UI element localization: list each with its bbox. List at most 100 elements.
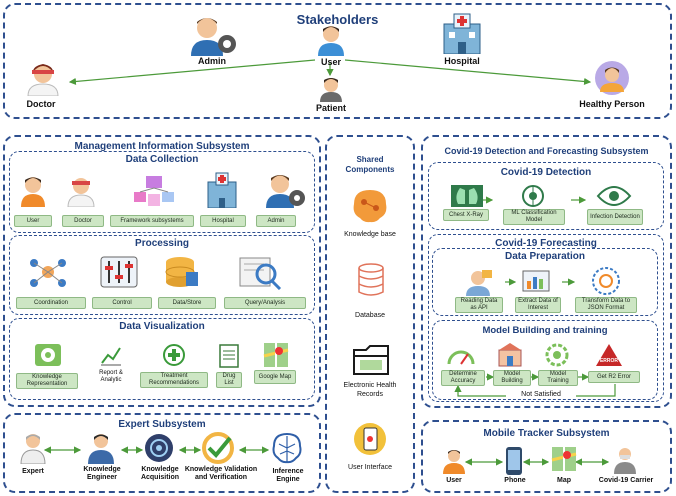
user-icon [443, 450, 465, 474]
reading-data-pill: Reading Data as API [455, 297, 503, 313]
framework-subsystems-icon [134, 176, 174, 206]
covid-carrier-icon [614, 448, 636, 474]
treatment-recommendations-icon [163, 344, 185, 366]
control-pill: Control [92, 297, 152, 309]
user-interface-label: User Interface [348, 464, 392, 471]
knowledge-representation-icon [35, 344, 61, 366]
ml-classification-icon [522, 185, 544, 207]
inference-engine-icon [272, 432, 302, 464]
google-map-pill: Google Map [254, 370, 296, 384]
extract-data-icon [522, 270, 550, 292]
google-map-icon [263, 343, 289, 367]
expert-label: Expert [22, 468, 44, 475]
r2-error-icon: ERROR [596, 344, 622, 366]
user-interface-icon [354, 423, 386, 455]
admin-icon [266, 175, 305, 208]
inference-engine-label: Inference Engine [272, 468, 304, 483]
data-store-icon [165, 257, 198, 287]
treatment-recommendations-pill: Treatment Recommendations [140, 372, 208, 388]
hospital-label: Hospital [444, 56, 480, 66]
electronic-health-records-label: Electronic Health Records [343, 382, 397, 398]
stakeholders-title: Stakeholders [296, 12, 379, 27]
report-analytic-label: Report & Analytic [99, 370, 123, 383]
not-satisfied-label: Not Satisfied [506, 391, 576, 398]
coordination-pill: Coordination [16, 297, 86, 309]
user-icon [21, 177, 45, 207]
model-training-icon [545, 343, 569, 367]
infection-detection-icon [596, 186, 632, 206]
reading-data-api-icon [466, 270, 492, 296]
report-analytic-icon [101, 347, 121, 366]
data-preparation-panel: Data Preparation [432, 248, 658, 316]
database-icon [358, 263, 384, 296]
extract-data-pill: Extract Data of Interest [515, 297, 561, 313]
dc-user-pill: User [14, 215, 52, 227]
knowledge-acquisition-icon [145, 434, 173, 462]
knowledge-representation-pill: Knowledge Representation [16, 373, 78, 389]
chest-xray-icon [451, 185, 483, 207]
doctor-label: Doctor [26, 99, 56, 109]
dc-framework-pill: Framework subsystems [110, 215, 194, 227]
covid-detection-title: Covid-19 Detection [500, 167, 592, 178]
mis-panel: Management Information Subsystem [3, 135, 321, 407]
transform-json-icon [592, 267, 620, 295]
dc-admin-pill: Admin [256, 215, 296, 227]
expert-panel: Expert Subsystem [3, 413, 321, 493]
doctor-icon [27, 64, 59, 96]
phone-icon [506, 447, 522, 475]
patient-label: Patient [315, 103, 346, 113]
knowledge-base-label: Knowledge base [344, 231, 396, 238]
model-building-icon [498, 343, 522, 367]
processing-panel: Processing [9, 235, 315, 315]
mobile-tracker-title: Mobile Tracker Subsystem [483, 428, 610, 439]
model-building-panel: Model Building and training [432, 320, 658, 400]
stakeholders-panel: Stakeholders [3, 3, 672, 119]
expert-icon [20, 434, 46, 464]
query-analysis-pill: Query/Analysis [224, 297, 306, 309]
drug-list-pill: Drug List [216, 372, 242, 388]
mobile-phone-label: Phone [504, 477, 526, 484]
determine-accuracy-pill: Determine Accuracy [441, 370, 485, 386]
healthy-person-icon [595, 61, 629, 95]
knowledge-validation-icon [202, 432, 234, 464]
covid-forecasting-panel: Covid-19 Forecasting [428, 234, 664, 402]
hospital-icon [207, 172, 237, 208]
mobile-user-label: User [446, 477, 462, 484]
data-visualization-title: Data Visualization [119, 321, 205, 332]
coordination-icon [30, 259, 66, 287]
mobile-map-label: Map [557, 477, 571, 484]
covid-forecasting-title: Covid-19 Forecasting [495, 238, 597, 249]
drug-list-icon [219, 344, 239, 368]
model-building-pill: Model Building [493, 370, 531, 386]
infection-detection-pill: Infection Detection [587, 209, 643, 225]
svg-text:ERROR: ERROR [600, 358, 618, 364]
model-building-title: Model Building and training [482, 325, 608, 336]
chest-xray-pill: Chest X-Ray [443, 209, 489, 221]
mis-title: Management Information Subsystem [74, 141, 250, 152]
covid-detection-panel: Covid-19 Detection [428, 162, 664, 230]
admin-icon [191, 18, 236, 56]
transform-json-pill: Transform Data to JSON Format [575, 297, 637, 313]
expert-title: Expert Subsystem [118, 419, 206, 430]
data-visualization-panel: Data Visualization [9, 318, 315, 400]
dc-doctor-pill: Doctor [62, 215, 104, 227]
hospital-icon [443, 13, 481, 54]
covid-subsystem-title: Covid-19 Detection and Forecasting Subsy… [444, 146, 649, 156]
processing-title: Processing [135, 238, 189, 249]
knowledge-acquisition-label: Knowledge Acquisition [140, 466, 180, 481]
knowledge-base-icon [353, 190, 387, 223]
user-icon [318, 26, 344, 56]
patient-icon [320, 78, 342, 102]
covid-carrier-label: Covid-19 Carrier [598, 477, 654, 484]
admin-label: Admin [198, 56, 226, 66]
data-collection-title: Data Collection [125, 154, 199, 165]
dc-hospital-pill: Hospital [200, 215, 246, 227]
determine-accuracy-icon [447, 350, 475, 365]
knowledge-engineer-label: Knowledge Engineer [83, 466, 121, 481]
user-label: User [320, 57, 341, 67]
data-preparation-title: Data Preparation [504, 251, 586, 262]
database-label: Database [355, 312, 385, 319]
map-icon [551, 447, 577, 471]
data-collection-panel: Data Collection [9, 151, 315, 233]
query-analysis-icon [239, 257, 282, 290]
